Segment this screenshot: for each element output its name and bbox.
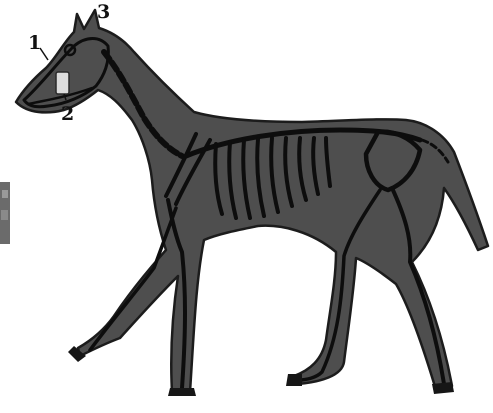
tooth-marker — [56, 72, 69, 94]
edge-fragment — [0, 182, 10, 244]
callout-label-2: 2 — [61, 105, 74, 124]
callout-label-3: 3 — [97, 3, 110, 22]
callout-label-1: 1 — [28, 34, 41, 53]
horse-body-silhouette — [16, 10, 488, 392]
hooves — [68, 346, 454, 396]
